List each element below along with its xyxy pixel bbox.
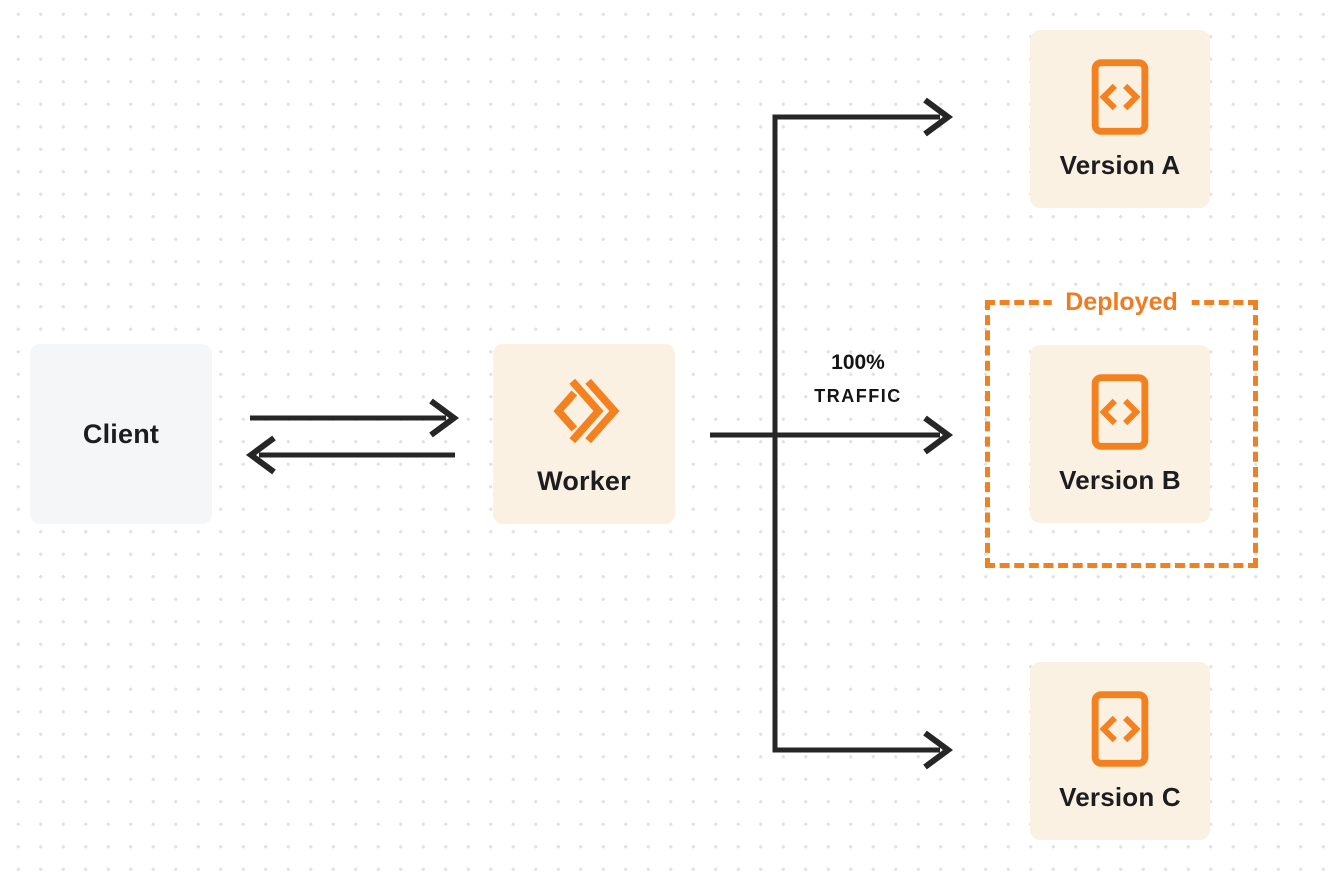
version-c-label: Version C [1059, 781, 1181, 812]
worker-node: Worker [493, 344, 675, 524]
code-file-icon [1090, 58, 1150, 136]
deployed-frame: Deployed [985, 286, 1258, 568]
version-a-node: Version A [1030, 30, 1210, 208]
traffic-annotation: 100% TRAFFIC [788, 351, 928, 407]
version-c-arrow-head [923, 730, 954, 770]
code-file-icon [1090, 690, 1150, 768]
client-label: Client [82, 418, 160, 449]
version-a-arrow-head [923, 97, 954, 137]
version-c-node: Version C [1030, 662, 1210, 840]
branch-trunk [772, 97, 954, 770]
version-a-label: Version A [1059, 149, 1181, 180]
worker-label: Worker [537, 465, 631, 496]
version-b-node: Version B [1030, 345, 1210, 523]
worker-to-version-b-arrow [710, 415, 954, 455]
deployed-label: Deployed [1051, 286, 1192, 318]
workers-logo-icon [546, 372, 622, 450]
traffic-percent: 100% [831, 351, 885, 374]
code-file-icon [1090, 373, 1150, 451]
traffic-word: TRAFFIC [814, 386, 902, 406]
client-to-worker-arrow [250, 398, 460, 438]
version-b-label: Version B [1059, 464, 1181, 495]
client-node: Client [30, 344, 212, 524]
worker-to-client-arrow [245, 435, 455, 475]
